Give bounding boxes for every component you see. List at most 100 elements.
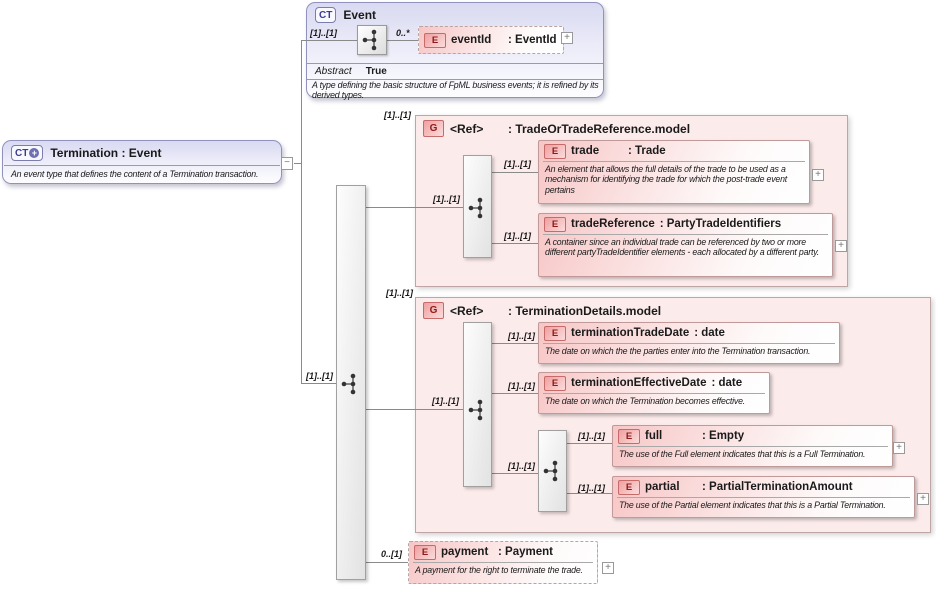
element-type: : date [694, 327, 725, 339]
choice-glyph [468, 197, 482, 219]
group-type: : TradeOrTradeReference.model [508, 121, 691, 136]
termination-annotation: An event type that defines the content o… [11, 169, 259, 179]
divider [307, 63, 603, 64]
element-type: : EventId [508, 34, 557, 46]
connector-line [492, 172, 538, 173]
expand-button[interactable]: + [835, 240, 847, 252]
termination-type-box[interactable]: CT+ Termination : Event An event type th… [2, 140, 282, 184]
element-annotation: An element that allows the full details … [545, 164, 788, 195]
group-badge: G [423, 302, 444, 319]
sequence-bar[interactable] [463, 322, 492, 487]
element-badge: E [414, 544, 436, 560]
expand-button[interactable]: + [917, 493, 929, 505]
plus-circle-icon: + [29, 148, 40, 158]
cardinality-label: [1]..[1] [433, 194, 460, 204]
connector-line [366, 562, 408, 563]
connector-line [492, 473, 538, 474]
divider [543, 161, 805, 162]
cardinality-label: 0..[1] [381, 549, 403, 559]
element-badge: E [544, 325, 566, 341]
cardinality-label: [1]..[1] [508, 381, 535, 391]
full-element[interactable]: E full : Empty The use of the Full eleme… [612, 425, 893, 467]
element-type: : date [711, 377, 743, 389]
cardinality-label: [1]..[1] [508, 331, 535, 341]
terminationeffectivedate-element[interactable]: E terminationEffectiveDate : date The da… [538, 372, 770, 414]
element-annotation: The date on which the the parties enter … [545, 346, 811, 356]
event-annotation: A type defining the basic structure of F… [312, 80, 599, 100]
connector-line [294, 163, 301, 164]
connector-line [387, 40, 418, 41]
divider [307, 79, 603, 80]
eventid-element[interactable]: E eventId : EventId [418, 26, 564, 54]
tradereference-element[interactable]: E tradeReference : PartyTradeIdentifiers… [538, 213, 833, 277]
element-name: terminationTradeDate [571, 327, 690, 339]
cardinality-label: [1]..[1] [578, 483, 605, 493]
element-name: trade [571, 145, 600, 157]
cardinality-label: [1]..[1] [504, 231, 531, 241]
expand-button[interactable]: + [812, 169, 824, 181]
element-annotation: A container since an individual trade ca… [545, 237, 820, 258]
element-name: partial [645, 481, 680, 493]
connector-line [366, 409, 463, 410]
cardinality-label: [1]..[1] [508, 461, 535, 471]
payment-element[interactable]: E payment : Payment A payment for the ri… [408, 541, 598, 584]
trade-element[interactable]: E trade : Trade An element that allows t… [538, 140, 810, 204]
element-badge: E [544, 216, 566, 232]
divider [543, 343, 835, 344]
cardinality-label: [1]..[1] [306, 371, 333, 381]
element-badge: E [544, 143, 566, 159]
element-name: terminationEffectiveDate [571, 377, 707, 389]
group-badge: G [423, 120, 444, 137]
sequence-glyph [341, 373, 356, 395]
choice-bar[interactable] [463, 155, 492, 258]
divider [617, 446, 888, 447]
connector-line [492, 393, 538, 394]
abstract-label: Abstract [315, 66, 352, 77]
element-type: : PartyTradeIdentifiers [659, 218, 782, 230]
element-type: : Trade [628, 145, 666, 157]
expand-button[interactable]: + [893, 442, 905, 454]
connector-line [567, 493, 612, 494]
expand-button[interactable]: + [602, 562, 614, 574]
element-annotation: The use of the Partial element indicates… [619, 500, 886, 510]
divider [543, 393, 765, 394]
sequence-glyph [362, 29, 377, 51]
terminationtradedate-element[interactable]: E terminationTradeDate : date The date o… [538, 322, 840, 364]
abstract-value: True [365, 66, 387, 77]
element-annotation: The date on which the Termination become… [545, 396, 746, 406]
cardinality-label: 0..* [396, 28, 410, 38]
abstract-row: Abstract True [315, 66, 387, 77]
cardinality-label: [1]..[1] [310, 28, 337, 38]
connector-line [492, 343, 538, 344]
cardinality-label: [1]..[1] [432, 396, 459, 406]
element-name: full [645, 430, 663, 442]
group-name: <Ref> [450, 303, 484, 318]
element-type: : PartialTerminationAmount [702, 481, 853, 493]
cardinality-label: [1]..[1] [578, 431, 605, 441]
main-sequence-bar[interactable] [336, 185, 366, 580]
termination-title: Termination : Event [50, 146, 162, 160]
group-type: : TerminationDetails.model [508, 303, 662, 318]
divider [617, 497, 910, 498]
element-name: tradeReference [571, 218, 655, 230]
connector-line [366, 207, 463, 208]
divider [4, 165, 280, 166]
choice-glyph [543, 460, 557, 482]
element-type: : Empty [702, 430, 745, 442]
element-type: : Payment [498, 546, 553, 558]
connector-line [301, 383, 336, 384]
element-name: payment [441, 546, 489, 558]
partial-element[interactable]: E partial : PartialTerminationAmount The… [612, 476, 915, 518]
divider [543, 234, 828, 235]
element-name: eventId [451, 34, 492, 46]
element-badge: E [424, 32, 446, 48]
collapse-button[interactable]: − [281, 157, 293, 170]
connector-line [492, 243, 538, 244]
sequence-icon[interactable] [357, 25, 387, 55]
connector-line [301, 40, 302, 383]
connector-line [567, 443, 612, 444]
event-title: Event [343, 8, 377, 22]
expand-button[interactable]: + [561, 32, 573, 44]
choice-bar[interactable] [538, 430, 567, 512]
